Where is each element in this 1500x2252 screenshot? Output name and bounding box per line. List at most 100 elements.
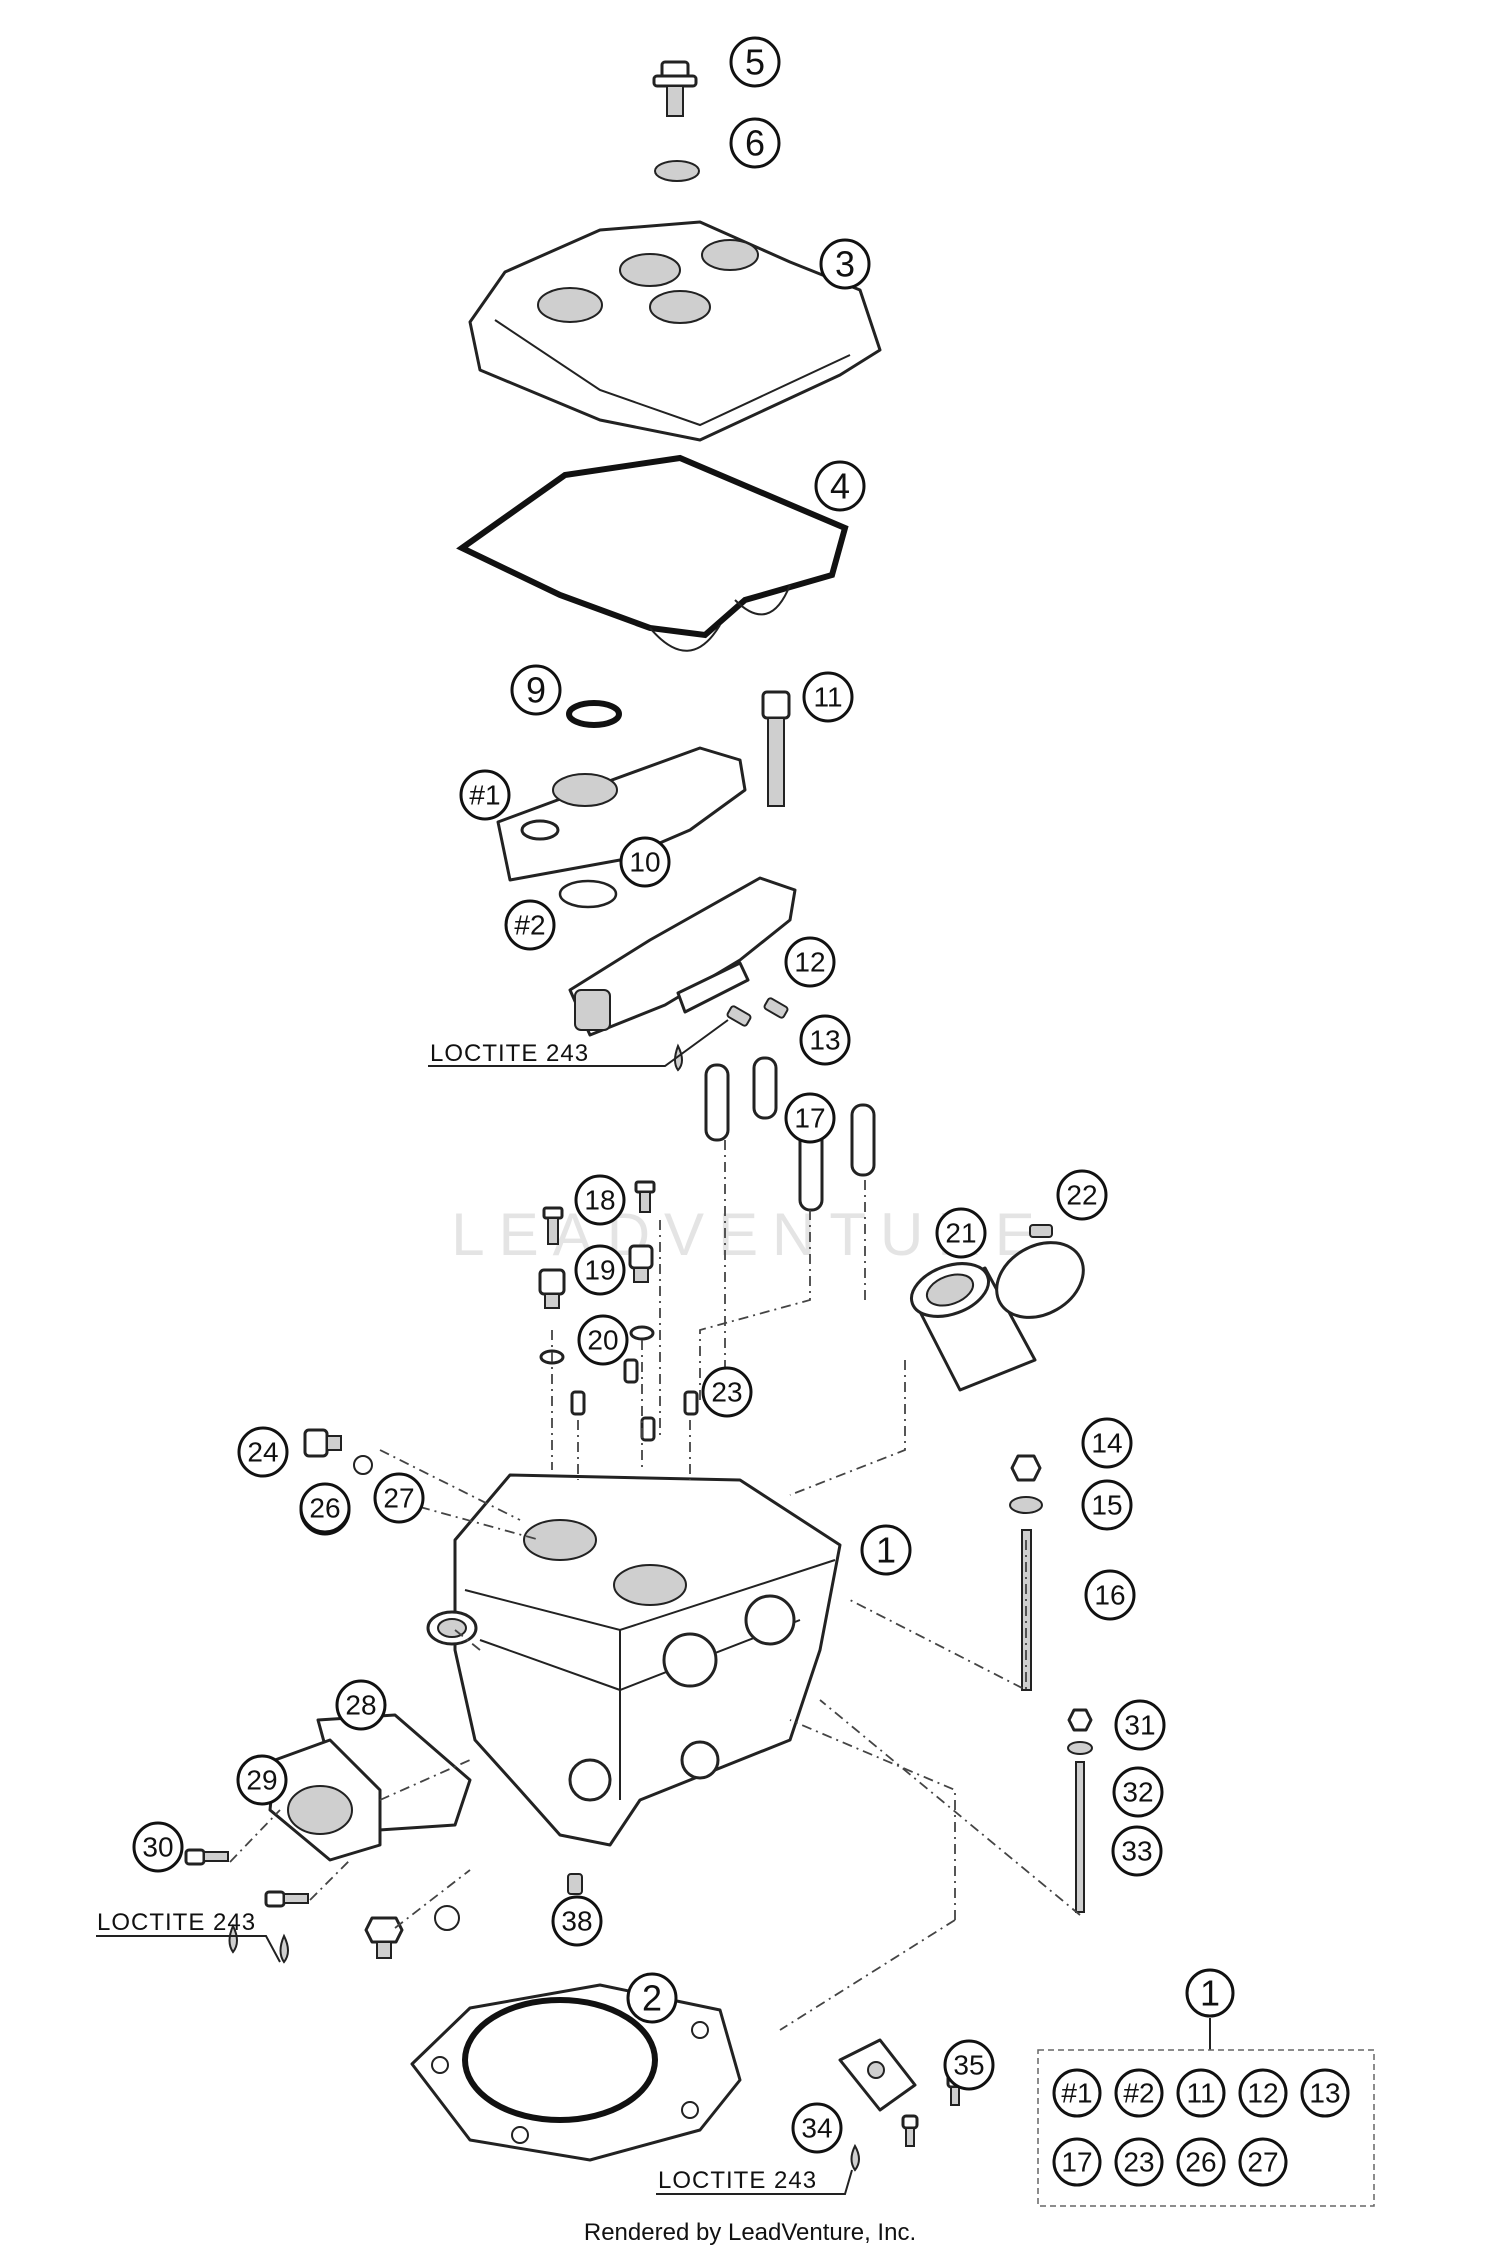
callout-21: 21: [935, 1207, 987, 1259]
kit-item: 17: [1052, 2137, 1102, 2187]
part-1-cylinder-head: [453, 1473, 842, 1847]
part-4-gasket: [456, 454, 849, 652]
callout-32: 32: [1112, 1766, 1164, 1818]
kit-title-callout: 1: [1185, 1968, 1235, 2018]
part-21-intake-boot: [910, 1262, 1037, 1392]
svg-text:6: 6: [745, 123, 765, 164]
kit-item: 27: [1238, 2137, 1288, 2187]
callout-19: 19: [574, 1244, 626, 1296]
part-12-plate: [676, 961, 750, 1014]
callout-10: 10: [619, 836, 671, 888]
kit-item: 13: [1300, 2068, 1350, 2118]
callout-38: 38: [551, 1895, 603, 1947]
callout-28: 28: [335, 1679, 387, 1731]
callout-35: 35: [943, 2039, 995, 2091]
part-33-stud: [1075, 1761, 1085, 1913]
callout-3: 3: [819, 238, 871, 290]
part-2-head-gasket: [410, 1983, 742, 2162]
callout-20: 20: [577, 1314, 629, 1366]
callouts: 5634911#110#2121317181920212223242526114…: [132, 36, 1166, 2154]
svg-text:20: 20: [587, 1325, 618, 1356]
callout-6: 6: [729, 117, 781, 169]
callout-5: 5: [729, 36, 781, 88]
part-29-intake-flange: [268, 1738, 382, 1862]
kit-item: #2: [1114, 2068, 1164, 2118]
svg-text:28: 28: [345, 1690, 376, 1721]
svg-text:31: 31: [1124, 1710, 1155, 1741]
part-24-plug-top: [303, 1428, 342, 1458]
svg-text:19: 19: [584, 1255, 615, 1286]
kit-item: 26: [1176, 2137, 1226, 2187]
part-19-plugs: [538, 1244, 654, 1309]
svg-text:9: 9: [526, 670, 546, 711]
callout-34: 34: [791, 2102, 843, 2154]
callout-14: 14: [1081, 1417, 1133, 1469]
callout-15: 15: [1081, 1479, 1133, 1531]
callout-12: 12: [784, 936, 836, 988]
callout-17: 17: [784, 1092, 836, 1144]
footer-credit: Rendered by LeadVenture, Inc.: [584, 2219, 916, 2246]
part-17-valve-lifters: [704, 1056, 876, 1212]
svg-text:12: 12: [1247, 2078, 1278, 2109]
part-23-dowels: [570, 1358, 699, 1442]
loctite-label-3: LOCTITE 243: [658, 2167, 817, 2194]
svg-text:12: 12: [794, 947, 825, 978]
part-5-bolt: [652, 60, 698, 117]
part-9-o-ring: [566, 700, 622, 728]
callout-11: 11: [802, 671, 854, 723]
svg-text:38: 38: [561, 1906, 592, 1937]
part-25-o-ring-bottom: [434, 1905, 460, 1931]
kit-contents: 1 #1 #2 11 12 13 17 23 26 27: [1052, 1968, 1350, 2187]
loctite-leader-3: [656, 2169, 853, 2195]
callout-sub2: #2: [504, 899, 556, 951]
svg-text:23: 23: [1123, 2147, 1154, 2178]
part-20-washer-b: [629, 1325, 655, 1341]
svg-text:13: 13: [809, 1025, 840, 1056]
callout-24: 24: [237, 1426, 289, 1478]
callout-27: 27: [373, 1472, 425, 1524]
kit-item: #1: [1052, 2068, 1102, 2118]
part-13-screws: [726, 997, 789, 1027]
svg-text:24: 24: [247, 1437, 278, 1468]
svg-text:27: 27: [1247, 2147, 1278, 2178]
svg-text:35: 35: [953, 2050, 984, 2081]
part-11-bolt: [761, 690, 791, 807]
loctite-label-1: LOCTITE 243: [430, 1040, 589, 1067]
svg-text:17: 17: [1061, 2147, 1092, 2178]
callout-18: 18: [574, 1174, 626, 1226]
part-24-plug-bottom: [364, 1916, 404, 1959]
svg-text:21: 21: [945, 1218, 976, 1249]
callout-33: 33: [1111, 1825, 1163, 1877]
part-3-valve-cover: [468, 220, 882, 442]
part-34-cover-plate: [838, 2038, 917, 2112]
svg-text:#2: #2: [1123, 2078, 1154, 2109]
part-10-o-ring: [558, 879, 618, 909]
svg-text:#2: #2: [514, 910, 545, 941]
loctite-label-2: LOCTITE 243: [97, 1909, 256, 1936]
svg-text:#1: #1: [469, 780, 500, 811]
callout-29: 29: [236, 1754, 288, 1806]
callout-sub1: #1: [459, 769, 511, 821]
svg-text:5: 5: [745, 42, 765, 83]
loctite-leader-2: [96, 1935, 281, 1963]
kit-item: 11: [1176, 2068, 1226, 2118]
part-15-washer: [1009, 1496, 1043, 1514]
part-27-plug: [426, 1610, 478, 1646]
loctite-drop-3: [279, 1933, 289, 1964]
callout-1: 1: [860, 1524, 912, 1576]
svg-text:18: 18: [584, 1185, 615, 1216]
svg-text:26: 26: [1185, 2147, 1216, 2178]
callout-16: 16: [1084, 1569, 1136, 1621]
svg-text:10: 10: [629, 847, 660, 878]
svg-text:4: 4: [830, 466, 850, 507]
svg-text:17: 17: [794, 1103, 825, 1134]
kit-item: 12: [1238, 2068, 1288, 2118]
callout-31: 31: [1114, 1699, 1166, 1751]
svg-text:34: 34: [801, 2113, 832, 2144]
svg-text:2: 2: [642, 1978, 662, 2019]
callout-2: 2: [626, 1972, 678, 2024]
svg-text:3: 3: [835, 244, 855, 285]
svg-text:15: 15: [1091, 1490, 1122, 1521]
svg-text:33: 33: [1121, 1836, 1152, 1867]
